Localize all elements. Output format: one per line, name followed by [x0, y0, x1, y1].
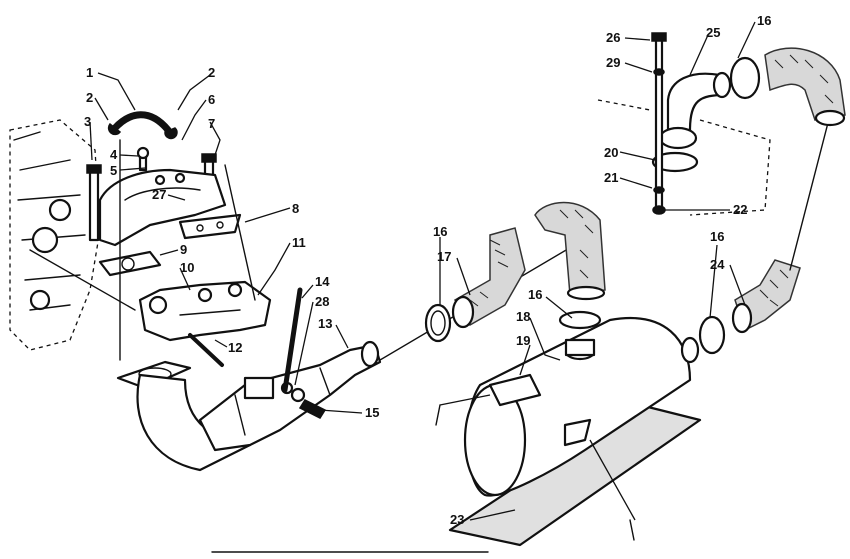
- tube-end-clamp: [107, 122, 122, 136]
- callout-7: 7: [208, 116, 215, 131]
- callout-16b: 16: [528, 287, 542, 302]
- manifold-gasket: [178, 213, 242, 240]
- callout-15: 15: [365, 405, 379, 420]
- engine-block: [9, 119, 136, 351]
- stud: [188, 333, 224, 367]
- hanger-hook: [629, 519, 635, 541]
- callout-26: 26: [606, 30, 620, 45]
- callout-4: 4: [110, 147, 118, 162]
- callout-16c: 16: [710, 229, 724, 244]
- muffler: [448, 317, 702, 547]
- callout-20: 20: [604, 145, 618, 160]
- clamp-16-left: [424, 303, 452, 343]
- upper-hose: [764, 47, 846, 121]
- callout-8: 8: [292, 201, 299, 216]
- callout-5: 5: [110, 163, 117, 178]
- clamp-16-center: [558, 310, 602, 330]
- crossover-tube: [111, 111, 172, 134]
- callout-16a: 16: [433, 224, 447, 239]
- callout-6: 6: [208, 92, 215, 107]
- callout-21: 21: [604, 170, 618, 185]
- callout-1: 1: [86, 65, 93, 80]
- hanger-hook: [435, 404, 441, 426]
- callout-3: 3: [84, 114, 91, 129]
- callout-14: 14: [315, 274, 330, 289]
- callout-9: 9: [180, 242, 187, 257]
- callout-29: 29: [606, 55, 620, 70]
- bolt-assembly: [651, 32, 667, 215]
- callout-10: 10: [180, 260, 194, 275]
- flange-gasket: [98, 250, 162, 277]
- callout-11: 11: [292, 235, 306, 250]
- tube-end-clamp: [164, 127, 178, 140]
- callout-22: 22: [733, 202, 747, 217]
- resonator: [198, 343, 382, 452]
- pipe-flange: [116, 360, 192, 390]
- callout-17: 17: [437, 249, 451, 264]
- callout-18: 18: [516, 309, 530, 324]
- callout-12: 12: [228, 340, 242, 355]
- callout-16d: 16: [757, 13, 771, 28]
- leader-lines: [89, 21, 756, 521]
- callout-2b: 2: [86, 90, 93, 105]
- callout-28: 28: [315, 294, 329, 309]
- callout-23: 23: [450, 512, 464, 527]
- callout-27: 27: [152, 187, 166, 202]
- elbow-hose: [534, 201, 606, 296]
- mounting-strap: [282, 287, 303, 393]
- gasket-20: [651, 151, 699, 173]
- callout-13: 13: [318, 316, 332, 331]
- coupler-hose-17: [453, 227, 526, 327]
- clamp-16-top: [729, 56, 761, 100]
- callout-19: 19: [516, 333, 530, 348]
- callout-24: 24: [710, 257, 725, 272]
- callout-25: 25: [706, 25, 720, 40]
- callout-2a: 2: [208, 65, 215, 80]
- clamp-16-right: [698, 315, 726, 355]
